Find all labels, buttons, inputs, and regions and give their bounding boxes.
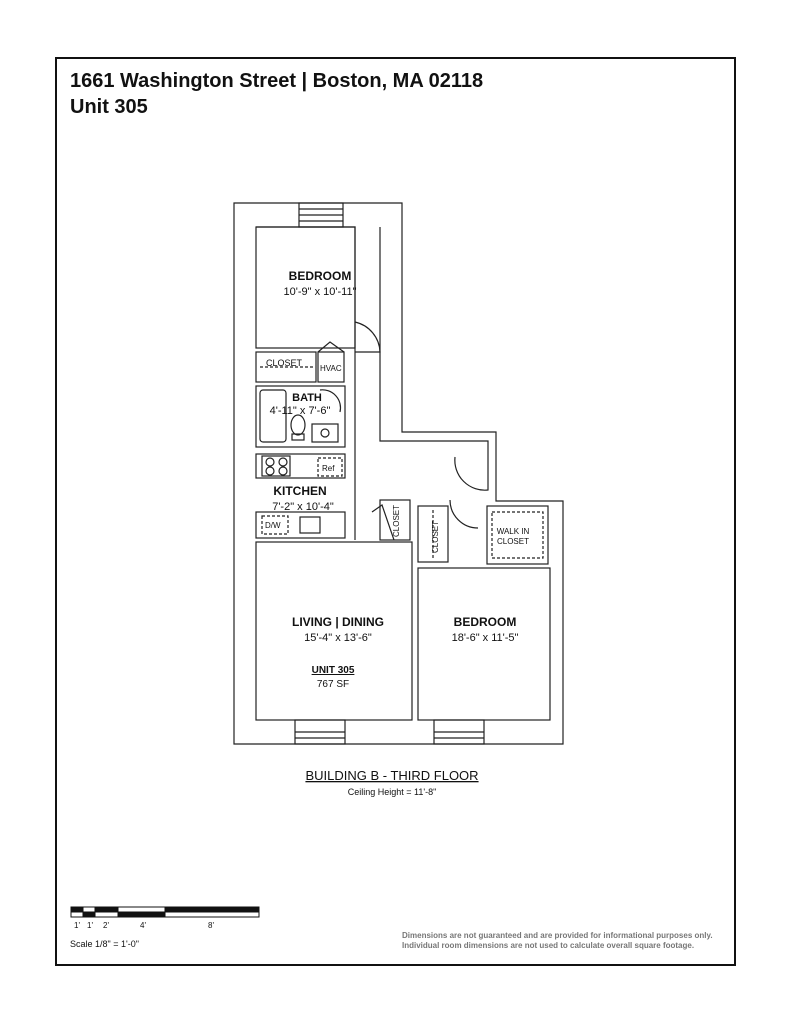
bedroom-1-name: BEDROOM	[289, 269, 352, 283]
bath-outline	[255, 385, 346, 448]
hvac-label: HVAC	[320, 364, 342, 373]
walk-in-closet-line2: CLOSET	[497, 537, 529, 546]
outer-wall	[233, 202, 564, 745]
kitchen-dims: 7'-2" x 10'-4"	[272, 501, 334, 513]
refrigerator	[317, 457, 343, 477]
ceiling-height: Ceiling Height = 11'-8"	[348, 787, 437, 797]
disclaimer: Dimensions are not guaranteed and are pr…	[402, 931, 732, 951]
scale-label: Scale 1/8" = 1'-0"	[70, 939, 139, 949]
address-title: 1661 Washington Street | Boston, MA 0211…	[70, 70, 484, 92]
disclaimer-line-2: Individual room dimensions are not used …	[402, 941, 695, 950]
scale-tick-5: 8'	[208, 921, 214, 930]
walk-in-closet-outline	[486, 505, 549, 565]
closet-1-outline	[255, 351, 317, 383]
window-living	[294, 719, 346, 745]
dw-label: D/W	[265, 521, 281, 530]
drawing-frame	[55, 57, 736, 966]
closet-1-label: CLOSET	[266, 358, 303, 368]
closet-3-outline	[417, 505, 449, 563]
scale-bar	[70, 906, 260, 918]
bedroom-2-name: BEDROOM	[454, 615, 517, 629]
kitchen-counter-bottom	[255, 511, 346, 539]
door-swing-4	[319, 389, 342, 413]
bedroom-1-dims: 10'-9" x 10'-11"	[284, 286, 357, 298]
toilet	[290, 414, 306, 436]
unit-sf: 767 SF	[317, 679, 349, 690]
window-top	[298, 202, 344, 228]
ref-label: Ref	[322, 464, 335, 473]
scale-tick-2: 1'	[87, 921, 93, 930]
living-dims: 15'-4" x 13'-6"	[304, 632, 372, 644]
scale-tick-1: 1'	[74, 921, 80, 930]
scale-tick-3: 2'	[103, 921, 109, 930]
door-swing-2	[454, 456, 489, 491]
disclaimer-line-1: Dimensions are not guaranteed and are pr…	[402, 931, 713, 940]
floor-title: BUILDING B - THIRD FLOOR	[305, 768, 478, 783]
bath-sink	[311, 423, 339, 443]
bedroom-2-outline	[417, 567, 551, 721]
closet-2-label: CLOSET	[392, 505, 401, 537]
door-swing-3	[449, 499, 479, 529]
living-name: LIVING | DINING	[292, 615, 384, 629]
kitchen-sink	[299, 516, 321, 534]
bathtub	[259, 389, 287, 443]
hvac-outline	[317, 351, 345, 383]
kitchen-counter-top	[255, 453, 346, 479]
unit-title: Unit 305	[70, 96, 148, 118]
living-dining-outline	[255, 541, 413, 721]
door-swing-1	[354, 321, 381, 353]
bath-dims: 4'-11" x 7'-6"	[270, 405, 331, 417]
closet-2-outline	[379, 499, 411, 541]
window-bedroom-2	[433, 719, 485, 745]
bath-name: BATH	[292, 392, 322, 404]
walk-in-closet-line1: WALK IN	[497, 527, 530, 536]
dishwasher	[261, 515, 289, 535]
bedroom-2-dims: 18'-6" x 11'-5"	[452, 632, 519, 644]
scale-tick-4: 4'	[140, 921, 146, 930]
closet-3-label: CLOSET	[431, 521, 440, 553]
kitchen-name: KITCHEN	[273, 484, 326, 498]
unit-label: UNIT 305	[312, 665, 355, 676]
stove	[261, 455, 291, 477]
